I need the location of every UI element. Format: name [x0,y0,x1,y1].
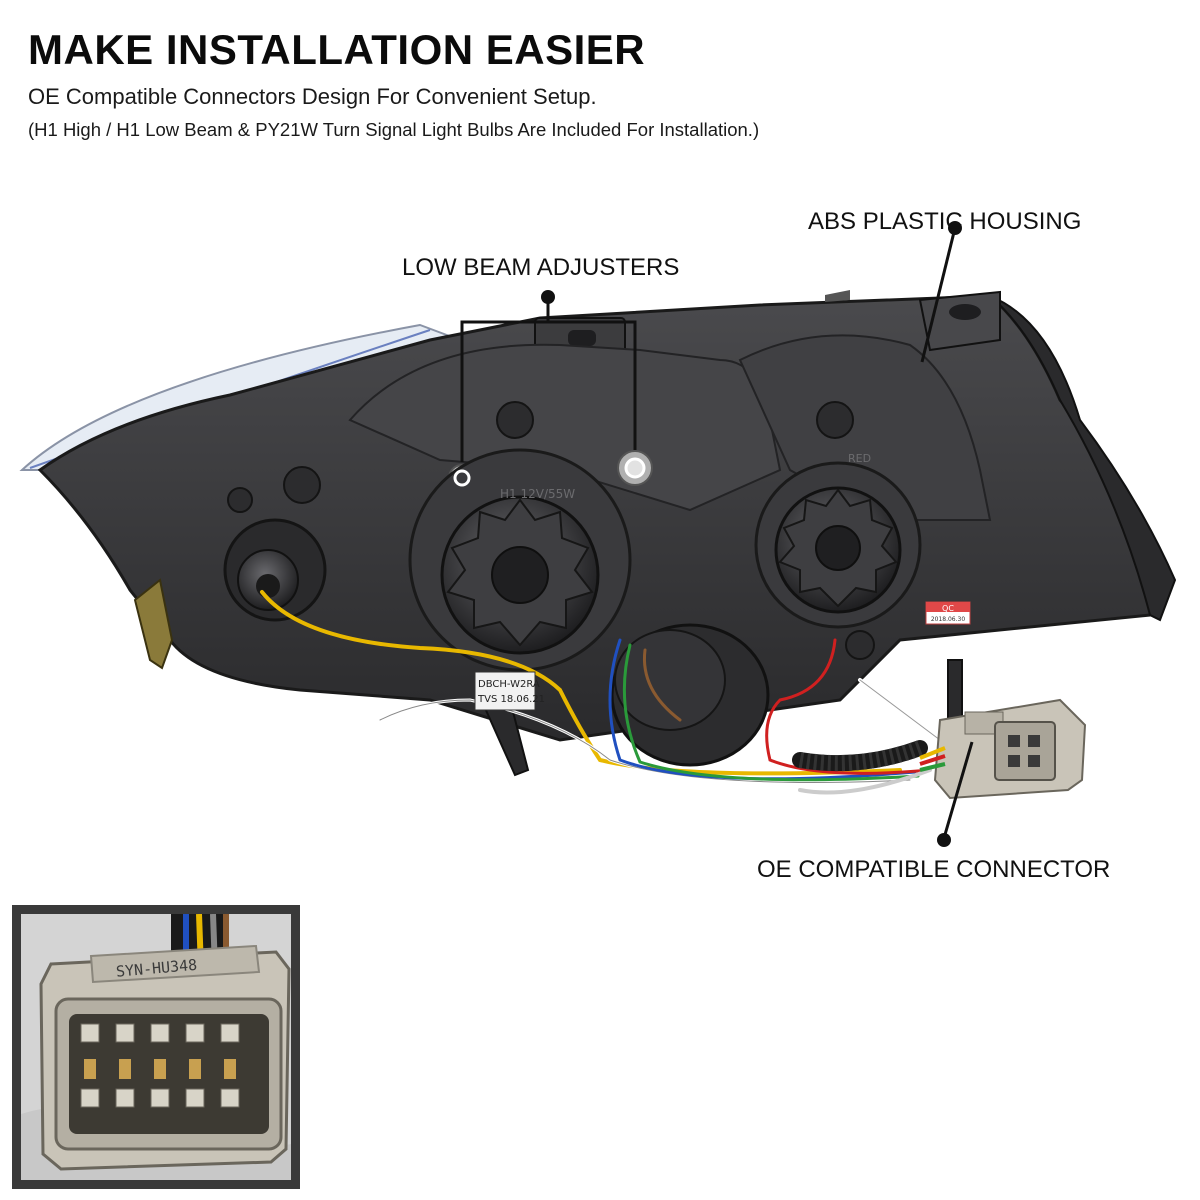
qc-label: QC [942,604,954,613]
module-sticker: DBCH-W2RA TVS 18.06.21 [474,671,545,711]
bulbs-note: (H1 High / H1 Low Beam & PY21W Turn Sign… [28,119,760,140]
connector-callout-dot [937,833,951,847]
bulb-mark: H1 12V/55W [500,487,575,501]
housing-callout-line [920,227,957,363]
connector-callout-line [942,741,974,839]
red-mark: RED [848,452,871,465]
screw-bosses [227,401,875,660]
wire-loom [792,740,928,772]
brass-clip [133,578,174,670]
housing-callout-dot [948,221,962,235]
low-beam-cap [408,448,632,672]
low-beam-adjusters-label: LOW BEAM ADJUSTERS [402,254,680,281]
qc-sticker: QC 2018.06.30 [925,601,971,625]
bulb-boot [610,623,770,767]
right-mount-tab [918,290,1001,352]
adjuster-screw-right [617,450,653,486]
wiring-harness [260,590,942,795]
sticker-top: DBCH-W2RA [478,679,540,690]
low-beam-callout-dot [541,290,555,304]
turn-signal-socket [223,518,327,622]
page-title: MAKE INSTALLATION EASIER [28,26,646,73]
connector-closeup-inset: SYN-HU348 [12,905,300,1189]
high-beam-cap [754,461,922,629]
abs-plastic-housing-label: ABS PLASTIC HOUSING [808,208,1082,235]
oe-connector [919,698,1087,800]
subtitle: OE Compatible Connectors Design For Conv… [28,84,597,109]
oe-compatible-connector-label: OE COMPATIBLE CONNECTOR [757,856,1111,883]
qc-date: 2018.06.30 [931,616,966,623]
sticker-bottom: TVS 18.06.21 [477,694,545,705]
